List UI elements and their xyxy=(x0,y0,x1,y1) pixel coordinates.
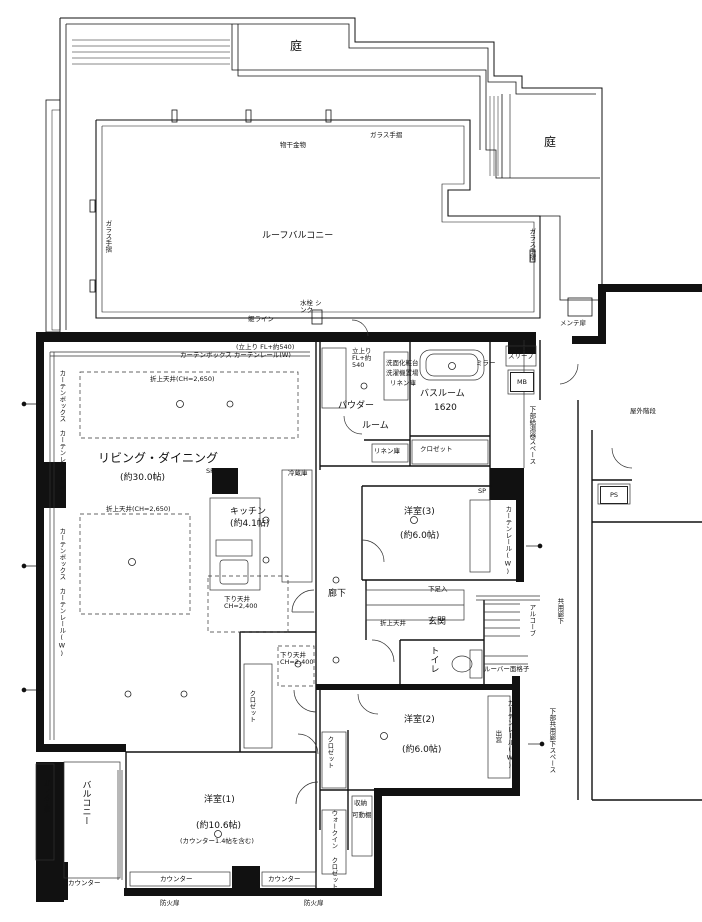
louver-label: ルーバー面格子 xyxy=(484,665,530,673)
wash-label: 洗面化粧台 xyxy=(386,359,419,367)
toilet-label: トイレ xyxy=(428,646,439,673)
linen-label: リネン庫 xyxy=(374,447,400,455)
boiler-label: 下部給湯器スペース xyxy=(527,406,536,465)
glass-rail-right-label: ガラス手摺 xyxy=(527,228,536,261)
madai-label: 出窓 xyxy=(493,730,502,743)
external-stairs-label: 屋外階段 xyxy=(630,407,656,415)
balcony-label: バルコニー xyxy=(80,780,91,825)
riser-note: (立上り FL+約540) xyxy=(236,343,295,351)
alcove-label: アルコーブ xyxy=(527,604,536,637)
fire-door-label-2: 防火扉 xyxy=(304,899,324,907)
garden-right-label: 庭 xyxy=(544,135,557,149)
bath-label: バスルーム xyxy=(420,389,465,399)
sp1-label: SP xyxy=(206,467,215,475)
fixture-lines xyxy=(35,340,631,887)
curtain-top-label: カーテンボックス カーテンレール(W) xyxy=(180,351,291,359)
curtain-left-1: カーテンボックス カーテンレール(W) xyxy=(57,370,66,500)
glass-rail-balcony: ガラス手摺 xyxy=(41,780,50,813)
interior-walls xyxy=(125,340,702,888)
roof-area xyxy=(45,17,603,333)
room2-size: (約6.0帖) xyxy=(402,745,442,755)
monohoshi-label: 物干金物 xyxy=(280,141,306,149)
entrance-label: 玄関 xyxy=(428,617,447,627)
living-size: (約30.0帖) xyxy=(120,473,166,483)
closet-corridor: クロゼット xyxy=(247,690,256,723)
ceiling-up-top: 折上天井(CH=2,650) xyxy=(150,375,215,383)
mb-label: MB xyxy=(516,378,528,386)
common-corridor-label: 共用廊下 xyxy=(555,598,564,624)
room3-size: (約6.0帖) xyxy=(400,531,440,541)
laundry-label: 洗濯機置場 xyxy=(386,369,419,377)
counter-1-label: カウンター xyxy=(160,875,193,883)
ps-box: PS xyxy=(600,486,628,504)
counter-3-label: カウンター xyxy=(68,879,101,887)
counter-2-label: カウンター xyxy=(268,875,301,883)
shoe-label: 下足入 xyxy=(428,585,448,593)
powder-label: パウダー xyxy=(338,401,375,411)
living-label: リビング・ダイニング xyxy=(98,451,219,465)
walkin-closet: ウォークイン クロゼット xyxy=(329,810,338,890)
closet-room2: クロゼット xyxy=(325,736,334,769)
room2-label: 洋室(2) xyxy=(404,715,435,725)
mb-box: MB xyxy=(510,372,534,392)
exterior-walls xyxy=(36,284,702,902)
storage-note: 収納 xyxy=(354,799,367,807)
fire-door-label-1: 防火扉 xyxy=(160,899,180,907)
glass-rail-label: ガラス手摺 xyxy=(370,131,403,139)
curtain-left-2: カーテンボックス カーテンレール(W) xyxy=(57,528,66,658)
glass-rail-left-label: ガラス手摺 xyxy=(103,220,112,253)
ceiling-entrance: 折上天井 xyxy=(380,619,406,627)
pipe-space-label: 下部共用廊下スペース xyxy=(547,708,556,773)
keijo-label: 可動棚 xyxy=(352,811,372,819)
room3-label: 洋室(3) xyxy=(404,507,435,517)
kitchen-size: (約4.1帖) xyxy=(230,519,270,529)
sp2-label: SP xyxy=(478,487,487,495)
corridor-label: 廊下 xyxy=(328,589,347,599)
ceiling-down-kitchen: 下り天井 CH=2,400 xyxy=(224,595,258,610)
fb-label: リネン庫 xyxy=(390,379,416,387)
room1-size: (約10.6帖) xyxy=(196,821,242,831)
ceiling-down-2: 下り天井 CH=2,400 xyxy=(280,651,314,666)
zai-line-label: 躯ライン xyxy=(248,315,274,323)
faucet-label: 水栓 シンク xyxy=(300,299,322,314)
riser-small: 立上り FL+約540 xyxy=(352,347,372,369)
fridge-label: 冷蔵庫 xyxy=(288,469,308,477)
kitchen-label: キッチン xyxy=(230,507,267,517)
roof-balcony-label: ルーフバルコニー xyxy=(262,231,334,241)
curtain-room3: カーテンレール(W) xyxy=(503,506,512,576)
mente-door-label: メンテ扉 xyxy=(560,319,586,327)
door-swings xyxy=(291,319,633,805)
light-fixtures xyxy=(124,362,456,838)
powder-label-2: ルーム xyxy=(362,421,389,431)
mirror-label: ミラー xyxy=(476,359,496,367)
closet-top-label: クロゼット xyxy=(420,445,453,453)
ps-label: PS xyxy=(609,491,619,499)
room1-note: (カウンター1.4帖を含む) xyxy=(180,837,254,845)
garden-top-label: 庭 xyxy=(290,39,303,53)
aircon-label: エアコン スリーブ xyxy=(508,345,534,360)
bath-size: 1620 xyxy=(434,403,457,413)
window-markers xyxy=(21,401,545,747)
ceiling-up-mid: 折上天井(CH=2,650) xyxy=(106,505,171,513)
curtain-room2: カーテンレール(W) xyxy=(505,700,514,770)
room1-label: 洋室(1) xyxy=(204,795,235,805)
